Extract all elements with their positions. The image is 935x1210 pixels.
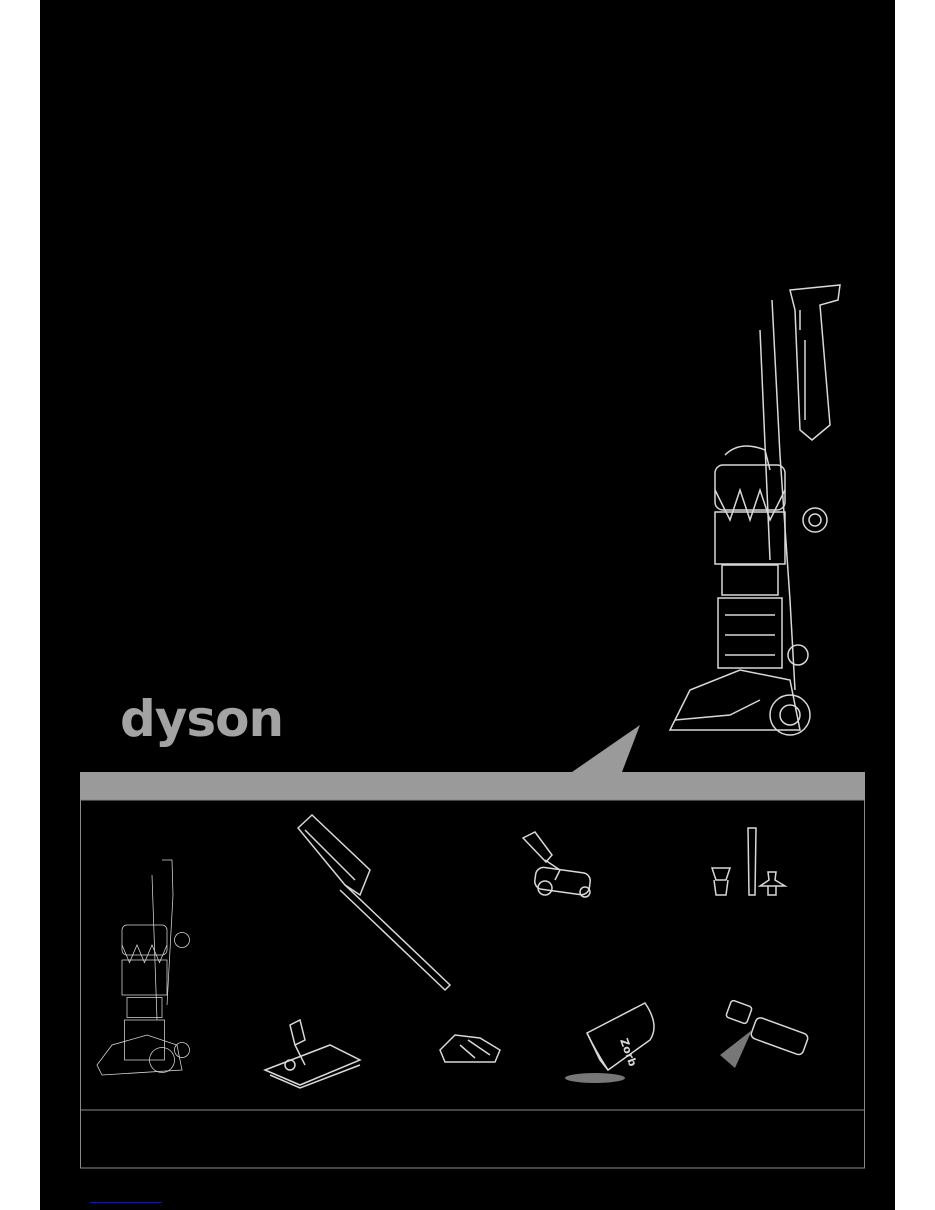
dyson-logo: dyson: [120, 690, 284, 748]
upright-vacuum-small-icon: [96, 859, 190, 1076]
accessories-box: [80, 799, 865, 1169]
spray-can-icon: [725, 999, 809, 1056]
mini-turbine-head-icon: [521, 831, 591, 898]
gray-band: [80, 725, 865, 800]
spray-mist: [720, 1030, 752, 1068]
divider-line: [90, 1202, 162, 1203]
zorb-bag-label: Zorb: [617, 1037, 639, 1069]
extension-wand-icon: [296, 813, 452, 992]
zorb-powder-bag-icon: [586, 1002, 655, 1072]
cover-page: [40, 0, 895, 1210]
tool-set-icon: [710, 827, 788, 896]
floor-tool-icon: [263, 1018, 362, 1089]
stair-tool-icon: [439, 1034, 501, 1063]
powder-spill: [565, 1073, 625, 1083]
upright-vacuum-large-icon: [668, 284, 841, 736]
